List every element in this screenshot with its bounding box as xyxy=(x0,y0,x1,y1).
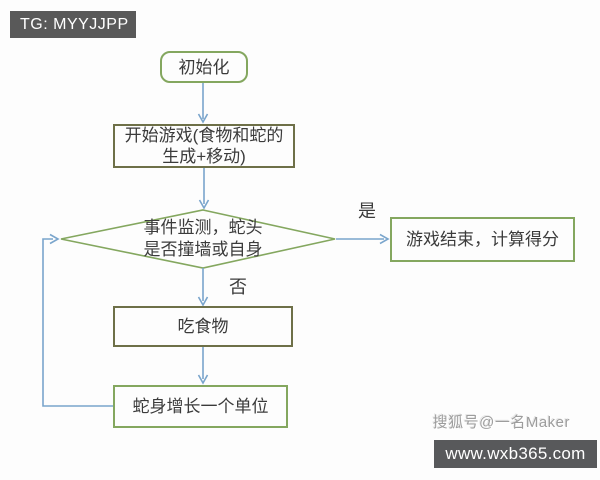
node-init-label: 初始化 xyxy=(178,57,230,77)
connector-check-eat xyxy=(197,268,209,307)
node-eat-food: 吃食物 xyxy=(113,306,293,347)
node-start-game: 开始游戏(食物和蛇的 生成+移动) xyxy=(113,124,295,168)
node-snake-grow-label: 蛇身增长一个单位 xyxy=(132,397,269,416)
connector-init-start xyxy=(197,83,209,124)
watermark-sohu: 搜狐号@一名Maker xyxy=(432,414,570,431)
edge-label-no: 否 xyxy=(229,277,247,297)
connector-start-check xyxy=(198,168,210,210)
watermark-site-bar: www.wxb365.com xyxy=(434,440,597,468)
node-start-line1: 开始游戏(食物和蛇的 xyxy=(124,126,284,145)
edge-label-yes: 是 xyxy=(358,201,376,221)
node-snake-grow: 蛇身增长一个单位 xyxy=(113,385,288,428)
connector-eat-grow xyxy=(197,347,209,385)
watermark-site-text: www.wxb365.com xyxy=(445,444,586,463)
connector-check-gameover xyxy=(336,233,390,245)
connector-grow-check-loop xyxy=(42,233,113,407)
node-init: 初始化 xyxy=(160,51,248,83)
tg-banner: TG: MYYJJPP xyxy=(10,11,136,38)
node-eat-food-label: 吃食物 xyxy=(177,317,229,336)
node-decision-line2: 是否撞墙或自身 xyxy=(143,240,263,259)
node-decision-line1: 事件监测，蛇头 xyxy=(143,218,263,237)
node-game-over: 游戏结束，计算得分 xyxy=(390,217,575,262)
node-decision-text: 事件监测，蛇头 是否撞墙或自身 xyxy=(93,217,313,261)
node-game-over-label: 游戏结束，计算得分 xyxy=(406,230,559,249)
tg-banner-text: TG: MYYJJPP xyxy=(20,15,129,33)
node-start-line2: 生成+移动) xyxy=(162,147,246,166)
